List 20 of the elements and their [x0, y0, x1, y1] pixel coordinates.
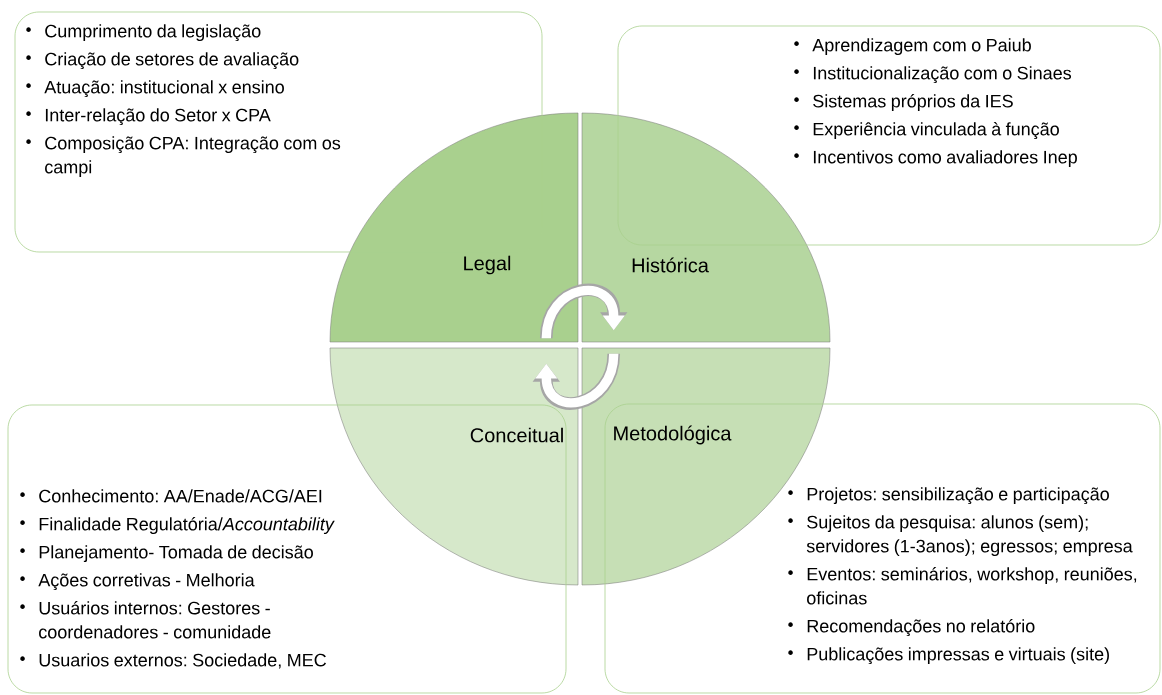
bullet-item: Cumprimento da legislação: [26, 24, 261, 42]
curved-arrow: [532, 353, 621, 410]
bullet-item: Conhecimento: AA/Enade/ACG/AEI: [20, 489, 322, 503]
bullet-item: Recomendações no relatório: [788, 619, 1035, 637]
bullet-item: Ações corretivas - Melhoria: [20, 573, 255, 591]
bullet-item: Usuarios externos: Sociedade, MEC: [20, 653, 326, 669]
text-box: [7, 404, 567, 694]
bullet-item: Aprendizagem com o Paiub: [794, 38, 1031, 56]
bullet-item: Usuários internos: Gestores - coordenadores - comunidade: [20, 601, 271, 639]
bullet-item: Planejamento- Tomada de decisão: [20, 545, 313, 563]
bullet-item: Inter-relação do Setor x CPA: [26, 108, 271, 126]
bullet-item: Sistemas próprios da IES: [794, 94, 1013, 112]
curved-arrow: [539, 283, 628, 339]
text-box: [14, 11, 543, 253]
bullet-item: Institucionalização com o Sinaes: [794, 66, 1072, 84]
bullet-item: Atuação: institucional x ensino: [26, 80, 284, 98]
bullet-item: Publicações impressas e virtuais (site): [788, 647, 1109, 665]
bullet-item: Criação de setores de avaliação: [26, 52, 299, 70]
text-box: [617, 25, 1161, 246]
text-box: [604, 403, 1161, 694]
